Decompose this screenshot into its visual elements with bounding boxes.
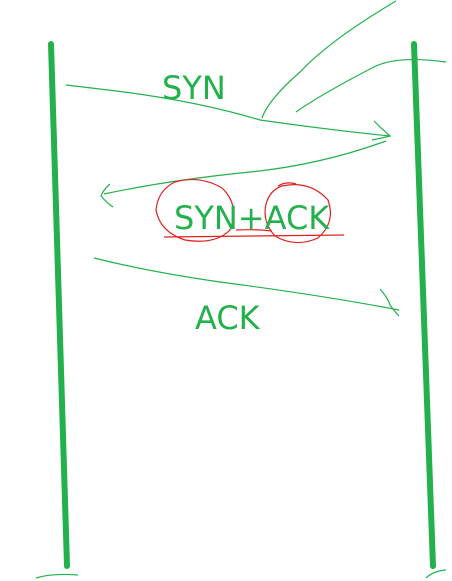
synack-arrow — [103, 140, 387, 195]
scribble-stroke — [295, 58, 447, 113]
annotation-circle-tail — [277, 182, 297, 187]
synack-arrowhead — [100, 183, 114, 208]
ack-arrowhead — [379, 288, 400, 317]
syn-arrowhead — [371, 120, 392, 141]
syn-arrow — [65, 84, 391, 137]
client-lifeline — [48, 41, 70, 569]
server-lifeline-foot — [425, 569, 447, 579]
ack-arrow — [93, 257, 400, 311]
ack-label: ACK — [195, 299, 260, 337]
scribble-stroke — [261, 0, 397, 119]
client-lifeline-foot — [35, 573, 79, 579]
syn-label: SYN — [162, 69, 226, 107]
annotation-underline — [235, 229, 273, 232]
server-lifeline — [411, 41, 436, 569]
annotation-circle — [264, 184, 331, 244]
annotation-underline — [163, 234, 345, 238]
synack-label: SYN+ACK — [174, 199, 330, 237]
annotation-circle — [155, 178, 235, 242]
